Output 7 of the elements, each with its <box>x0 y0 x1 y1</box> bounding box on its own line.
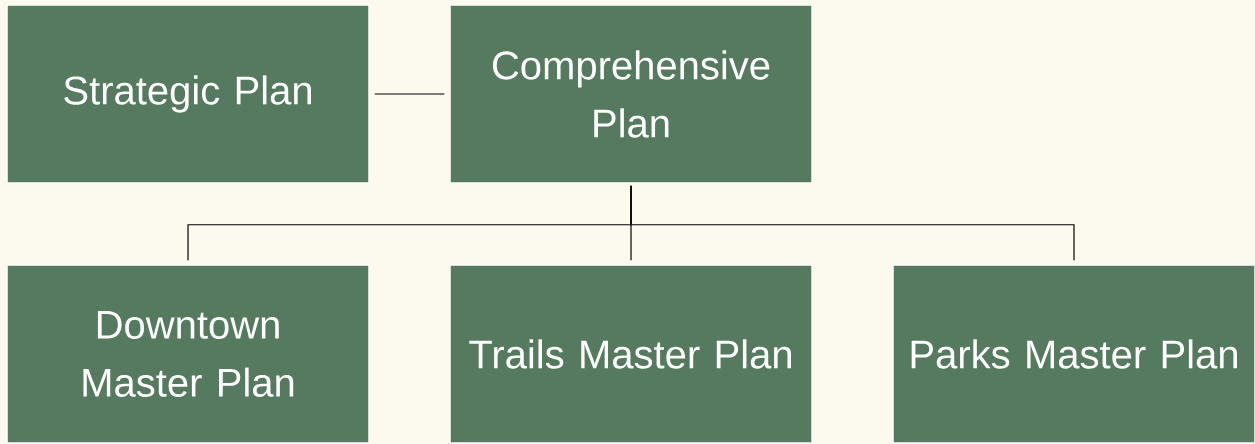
plan-box: Parks Master Plan <box>892 264 1255 444</box>
plan-box: Trails Master Plan <box>449 264 813 444</box>
plan-box: Downtown Master Plan <box>6 264 370 444</box>
plan-box: Strategic Plan <box>6 4 370 184</box>
connector-line <box>630 185 1075 261</box>
plan-box: Comprehensive Plan <box>449 4 813 184</box>
connector-line <box>374 93 445 95</box>
